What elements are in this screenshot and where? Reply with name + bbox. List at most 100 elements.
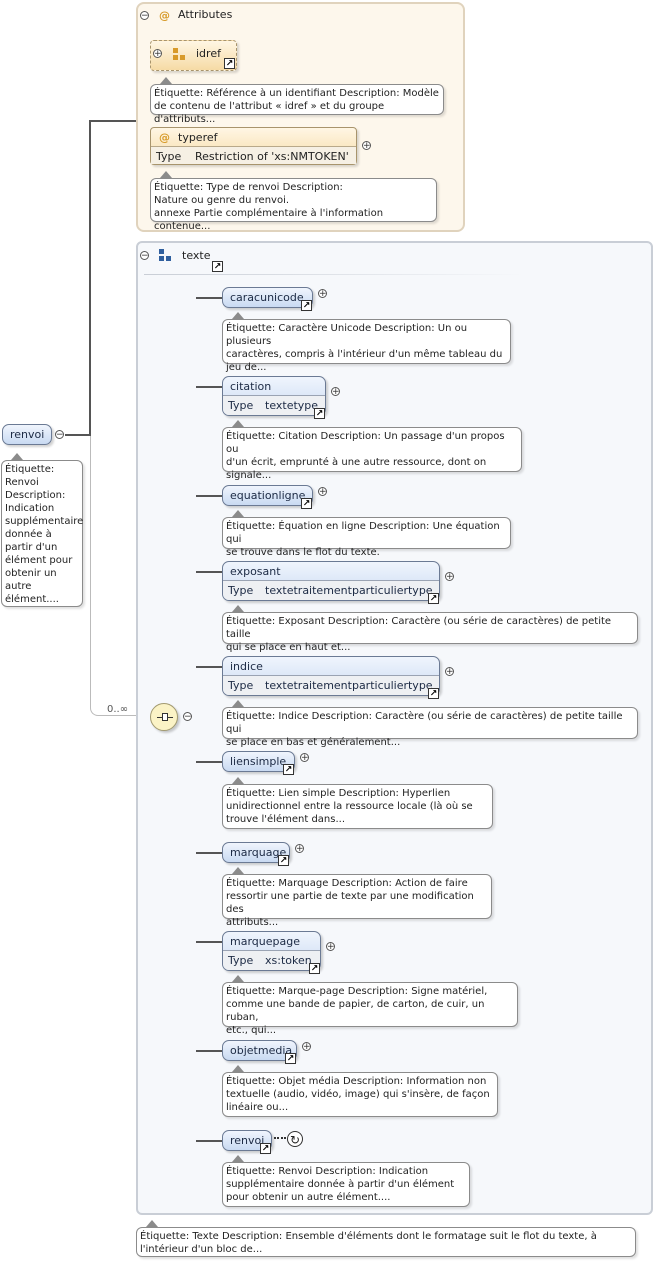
branch-objetmedia [196,1050,222,1052]
goto-liensimple-arrow-icon[interactable]: ↗ [283,764,294,775]
element-name: marquepage [230,935,300,948]
element-name: indice [230,660,263,673]
attribute-icon: @ [159,131,170,144]
expand-marquage-icon[interactable]: + [295,843,304,854]
expand-indice-icon[interactable]: + [445,667,454,677]
type-key: Type [156,150,182,163]
branch-marquage [196,852,222,854]
attribute-typeref-typerow: Type Restriction of 'xs:NMTOKEN' [151,146,356,164]
expand-typeref-icon[interactable]: + [362,141,371,151]
objetmedia-note: Étiquette: Objet média Description: Info… [222,1072,498,1117]
attribute-typeref[interactable]: @ typeref Type Restriction of 'xs:NMTOKE… [150,127,357,165]
idref-note-pointer [160,77,172,84]
expand-citation-icon[interactable]: + [331,387,340,397]
element-name: exposant [230,565,281,578]
sequence-compositor[interactable] [150,703,178,731]
citation-note: Étiquette: Citation Description: Un pass… [222,427,522,481]
element-equationligne[interactable]: equationligne [222,485,313,506]
element-name: equationligne [230,489,306,502]
branch-renvoi [196,1140,222,1142]
goto-idref-arrow-icon[interactable]: ↗ [224,58,235,69]
texte-title: texte [182,249,211,262]
note-pointer [232,312,244,319]
note-pointer [232,1155,244,1162]
element-objetmedia[interactable]: objetmedia [222,1040,297,1061]
branch-indice [196,666,222,668]
collapse-sequence-icon[interactable]: − [183,712,192,722]
expand-exposant-icon[interactable]: + [445,572,454,582]
element-renvoi[interactable]: renvoi [222,1130,272,1151]
recursion-dots [274,1137,286,1139]
branch-citation [196,386,222,388]
collapse-attributes-icon[interactable]: − [140,11,149,21]
type-value: textetype [265,399,319,412]
goto-marquage-arrow-icon[interactable]: ↗ [278,855,289,866]
branch-equationligne [196,495,222,497]
type-value: xs:token [265,954,312,967]
element-name: citation [230,380,272,393]
goto-indice-arrow-icon[interactable]: ↗ [428,688,439,699]
attribute-group-idref[interactable] [150,40,237,71]
branch-liensimple [196,761,222,763]
type-value: textetraitementparticuliertype [265,679,433,692]
goto-objetmedia-arrow-icon[interactable]: ↗ [285,1053,296,1064]
type-value: Restriction of 'xs:NMTOKEN' [195,150,349,163]
expand-equationligne-icon[interactable]: + [318,486,327,497]
texte-divider [144,274,524,275]
expand-marquepage-icon[interactable]: + [326,942,335,952]
type-key: Type [228,954,254,967]
attributes-title: Attributes [178,8,233,21]
note-pointer [232,700,244,707]
note-pointer [232,777,244,784]
attribute-group-idref-name: idref [196,47,221,60]
note-pointer [232,605,244,612]
attribute-group-icon: @ [159,9,170,22]
caracunicode-note: Étiquette: Caractère Unicode Description… [222,319,511,373]
goto-renvoi-arrow-icon[interactable]: ↗ [260,1143,271,1154]
type-key: Type [228,679,254,692]
note-pointer [232,510,244,517]
element-caracunicode[interactable]: caracunicode [222,287,313,308]
branch-exposant [196,571,222,573]
element-typerow: Type textetraitementparticuliertype [223,580,439,600]
recursion-icon[interactable]: ↻ [287,1131,303,1147]
element-typerow: Type xs:token [223,950,320,970]
type-key: Type [228,584,254,597]
element-name: caracunicode [230,291,304,304]
root-element-renvoi[interactable]: renvoi [2,424,52,445]
root-element-name: renvoi [10,428,45,441]
connector-to-attributes [89,120,137,122]
expand-objetmedia-icon[interactable]: + [302,1041,311,1052]
expand-caracunicode-icon[interactable]: + [318,288,327,299]
element-marquage[interactable]: marquage [222,842,290,863]
expand-idref-icon[interactable]: + [153,49,162,59]
goto-citation-arrow-icon[interactable]: ↗ [314,408,325,419]
goto-caracunicode-arrow-icon[interactable]: ↗ [301,300,312,311]
goto-marquepage-arrow-icon[interactable]: ↗ [309,963,320,974]
connector-to-sequence [90,436,150,716]
element-liensimple[interactable]: liensimple [222,751,295,772]
goto-texte-arrow-icon[interactable]: ↗ [212,261,223,272]
note-pointer [232,1065,244,1072]
typeref-note-pointer [160,171,172,178]
collapse-root-icon[interactable]: − [55,430,64,440]
indice-note: Étiquette: Indice Description: Caractère… [222,707,638,748]
sequence-icon-box [162,713,168,721]
goto-exposant-arrow-icon[interactable]: ↗ [428,593,439,604]
type-value: textetraitementparticuliertype [265,584,433,597]
type-key: Type [228,399,254,412]
renvoi-note: Étiquette: Renvoi Description: Indicatio… [222,1162,470,1207]
note-pointer [232,420,244,427]
attribute-group-idref-icon [173,48,187,62]
goto-equationligne-arrow-icon[interactable]: ↗ [301,498,312,509]
expand-liensimple-icon[interactable]: + [300,752,309,763]
collapse-texte-icon[interactable]: − [140,251,149,261]
connector-root-horizontal [65,434,90,436]
element-typerow: Type textetype [223,395,325,415]
note-pointer [232,975,244,982]
cardinality-label: 0..∞ [107,704,129,715]
